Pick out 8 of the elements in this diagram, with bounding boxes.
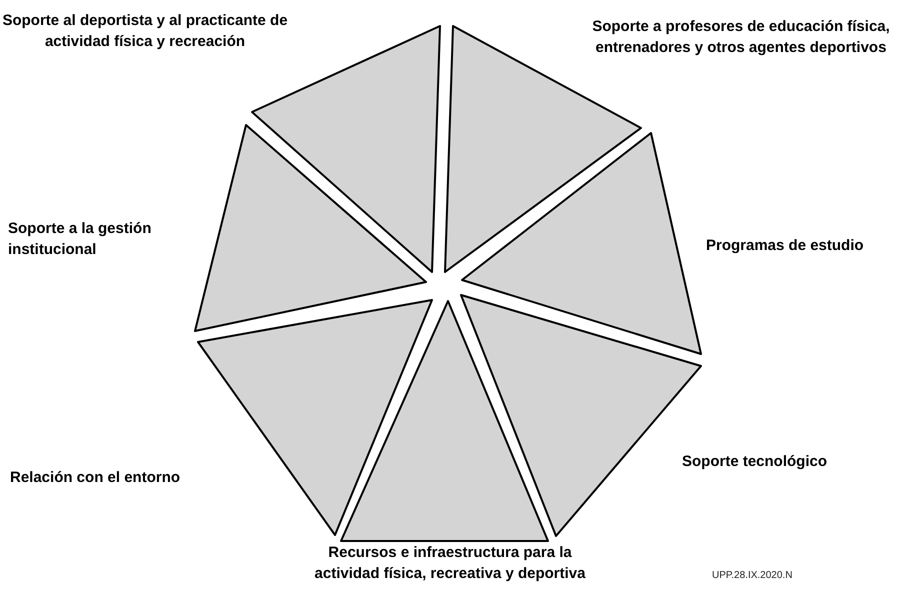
segment-label: Programas de estudio (706, 236, 865, 256)
segment-label: Soporte a profesores de educación física, entrenadores y otros agentes deportivos (591, 17, 891, 58)
segment-label: Recursos e infraestructura para la actividad física, recreativa y deportiva (314, 543, 586, 584)
reference-code: UPP.28.IX.2020.N (712, 570, 792, 581)
segment-label: Soporte tecnológico (682, 452, 828, 472)
segment-label: Soporte a la gestión institucional (8, 219, 152, 260)
segment-label: Soporte al deportista y al practicante de actividad física y recreación (1, 11, 289, 52)
segment-label: Relación con el entorno (10, 468, 182, 488)
